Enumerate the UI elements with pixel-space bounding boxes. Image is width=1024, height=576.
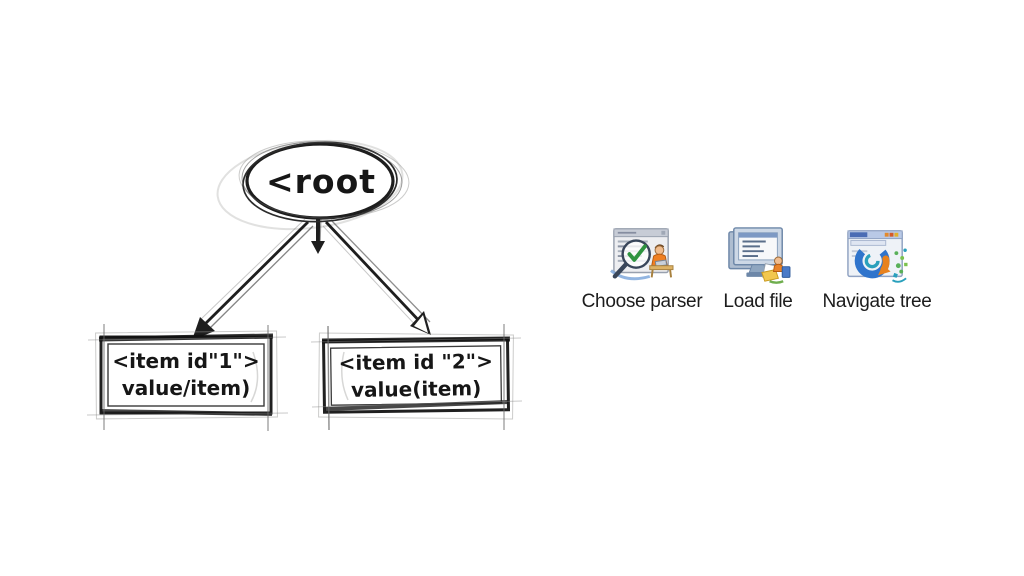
child-node-2 xyxy=(310,324,523,431)
item2-line2: value(item) xyxy=(350,376,482,402)
root-node-label: <root xyxy=(265,162,377,201)
item1-line2: value/item) xyxy=(121,376,251,400)
item2-node-label: <item id "2">value(item) xyxy=(324,348,509,405)
step-load-file: Load file xyxy=(697,226,819,313)
choose-parser-icon xyxy=(610,228,674,281)
edge-to-item1 xyxy=(192,218,314,340)
step-label-choose-parser: Choose parser xyxy=(581,291,703,312)
item1-line1: <item id"1"> xyxy=(112,349,260,373)
edge-stub xyxy=(311,213,325,254)
step-choose-parser: Choose parser xyxy=(581,226,703,313)
load-file-icon xyxy=(728,227,791,284)
step-label-load-file: Load file xyxy=(723,291,793,312)
item2-line1: <item id "2"> xyxy=(338,348,494,376)
item1-node-label: <item id"1"> value/item) xyxy=(101,348,271,402)
navigate-tree-icon xyxy=(847,230,908,283)
step-label-navigate-tree: Navigate tree xyxy=(822,291,932,312)
root-node xyxy=(241,141,403,223)
step-navigate-tree: Navigate tree xyxy=(816,226,938,313)
child-node-1 xyxy=(86,324,289,431)
edge-to-item2 xyxy=(322,219,431,335)
